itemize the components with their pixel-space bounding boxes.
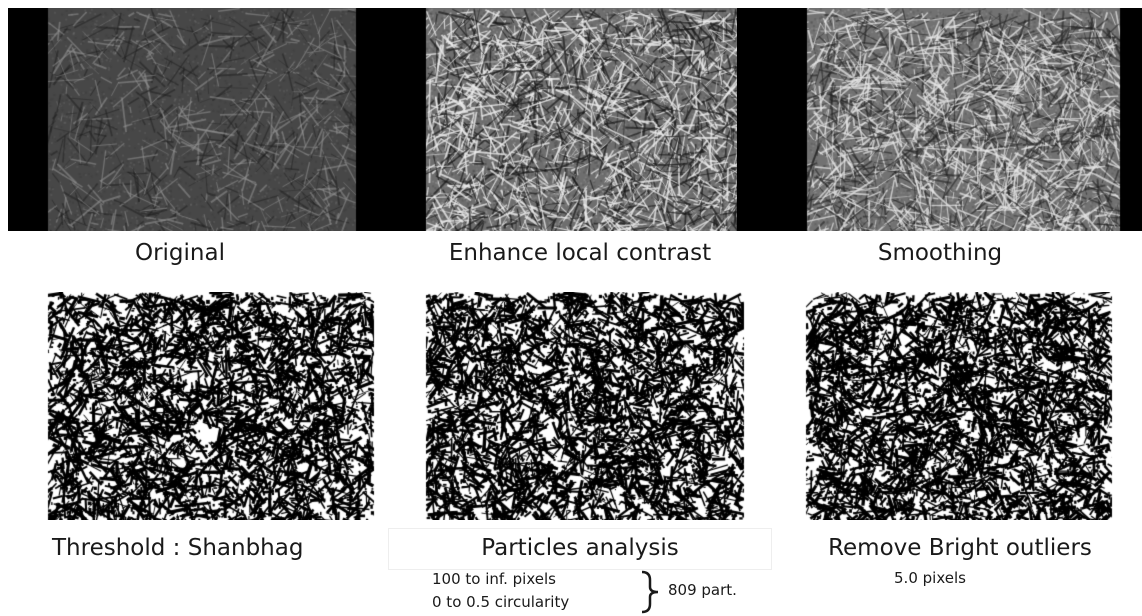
particle-size-range: 100 to inf. pixels bbox=[432, 570, 556, 588]
caption-original: Original bbox=[134, 240, 225, 266]
particles-image bbox=[386, 292, 774, 520]
caption-threshold: Threshold : Shanbhag bbox=[52, 535, 304, 561]
remove-outliers-image bbox=[766, 292, 1142, 520]
curly-brace-icon bbox=[641, 570, 659, 614]
particle-circularity-range: 0 to 0.5 circularity bbox=[432, 593, 570, 611]
threshold-image bbox=[8, 292, 404, 520]
outlier-radius: 5.0 pixels bbox=[894, 569, 966, 587]
caption-remove-outliers: Remove Bright outliers bbox=[828, 535, 1092, 561]
particle-count: 809 part. bbox=[668, 581, 737, 599]
enhanced-image bbox=[358, 8, 766, 231]
caption-smoothing: Smoothing bbox=[877, 240, 1003, 266]
smoothed-image bbox=[737, 8, 1142, 231]
original-image bbox=[8, 8, 416, 231]
caption-particles: Particles analysis bbox=[481, 535, 679, 561]
particles-caption-box bbox=[388, 528, 772, 570]
caption-enhance: Enhance local contrast bbox=[448, 240, 712, 266]
